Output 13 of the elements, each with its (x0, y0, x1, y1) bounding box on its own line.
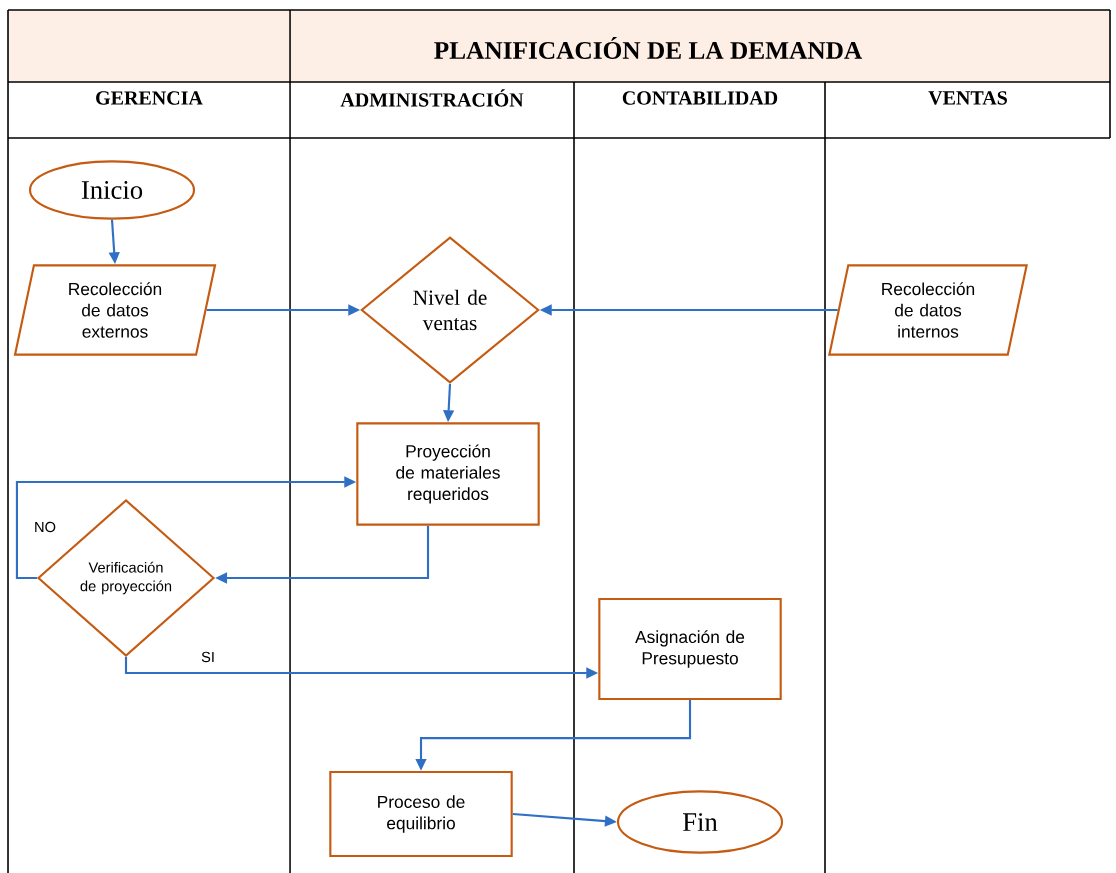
start-oval: Inicio (28, 160, 196, 220)
process-box: Asignación de Presupuesto (598, 597, 782, 701)
title: PLANIFICACIÓN DE LA DEMANDA (434, 37, 863, 59)
lane-header: VENTAS (928, 91, 1007, 105)
process-box: Proceso de equilibrio (329, 770, 513, 858)
lane-header: GERENCIA (96, 91, 203, 105)
edge-label: NO (35, 521, 56, 533)
lane-header: ADMINISTRACIÓN (340, 89, 524, 107)
input-parallelogram: Recolección de datos externos (13, 264, 217, 356)
process-box: Proyección de materiales requeridos (356, 422, 540, 526)
lane-header: CONTABILIDAD (622, 91, 778, 105)
end-oval: Fin (616, 790, 784, 854)
input-parallelogram: Recolección de datos internos (828, 264, 1028, 356)
